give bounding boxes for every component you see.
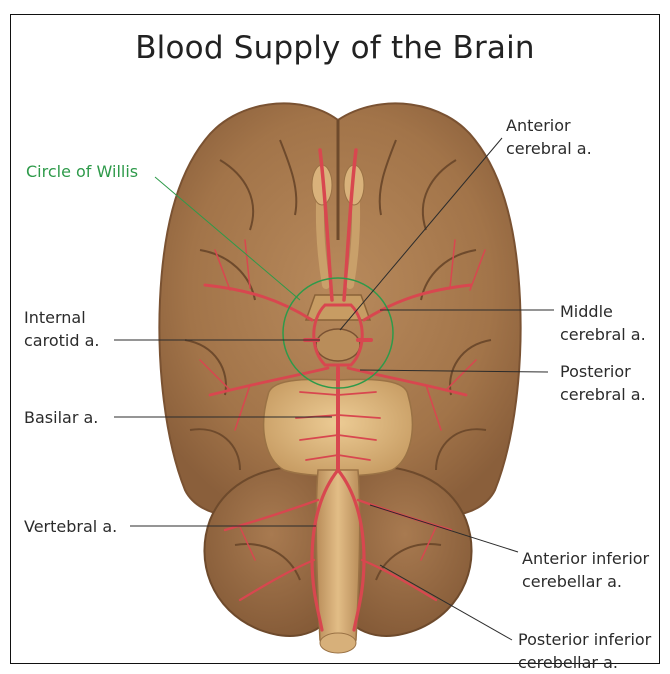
label-posterior-cerebral: Posterior cerebral a. [560, 360, 646, 406]
mammillary-region [316, 329, 360, 361]
label-internal-carotid: Internal carotid a. [24, 306, 99, 352]
label-circle-of-willis: Circle of Willis [26, 160, 138, 183]
label-anterior-cerebral-line1: Anterior [506, 114, 592, 137]
label-internal-carotid-line1: Internal [24, 306, 99, 329]
label-anterior-cerebral: Anterior cerebral a. [506, 114, 592, 160]
label-vertebral-text: Vertebral a. [24, 515, 117, 538]
label-circle-of-willis-text: Circle of Willis [26, 160, 138, 183]
label-internal-carotid-line2: carotid a. [24, 329, 99, 352]
label-middle-cerebral: Middle cerebral a. [560, 300, 646, 346]
optic-chiasm [306, 295, 370, 320]
label-posterior-cerebral-line1: Posterior [560, 360, 646, 383]
label-middle-cerebral-line1: Middle [560, 300, 646, 323]
label-posterior-inferior-cerebellar: Posterior inferior cerebellar a. [518, 628, 651, 674]
label-pica-line1: Posterior inferior [518, 628, 651, 651]
label-anterior-inferior-cerebellar: Anterior inferior cerebellar a. [522, 547, 649, 593]
label-vertebral: Vertebral a. [24, 515, 117, 538]
label-pica-line2: cerebellar a. [518, 651, 651, 674]
label-posterior-cerebral-line2: cerebral a. [560, 383, 646, 406]
label-aica-line1: Anterior inferior [522, 547, 649, 570]
label-basilar-text: Basilar a. [24, 406, 98, 429]
label-aica-line2: cerebellar a. [522, 570, 649, 593]
label-basilar: Basilar a. [24, 406, 98, 429]
label-anterior-cerebral-line2: cerebral a. [506, 137, 592, 160]
label-middle-cerebral-line2: cerebral a. [560, 323, 646, 346]
